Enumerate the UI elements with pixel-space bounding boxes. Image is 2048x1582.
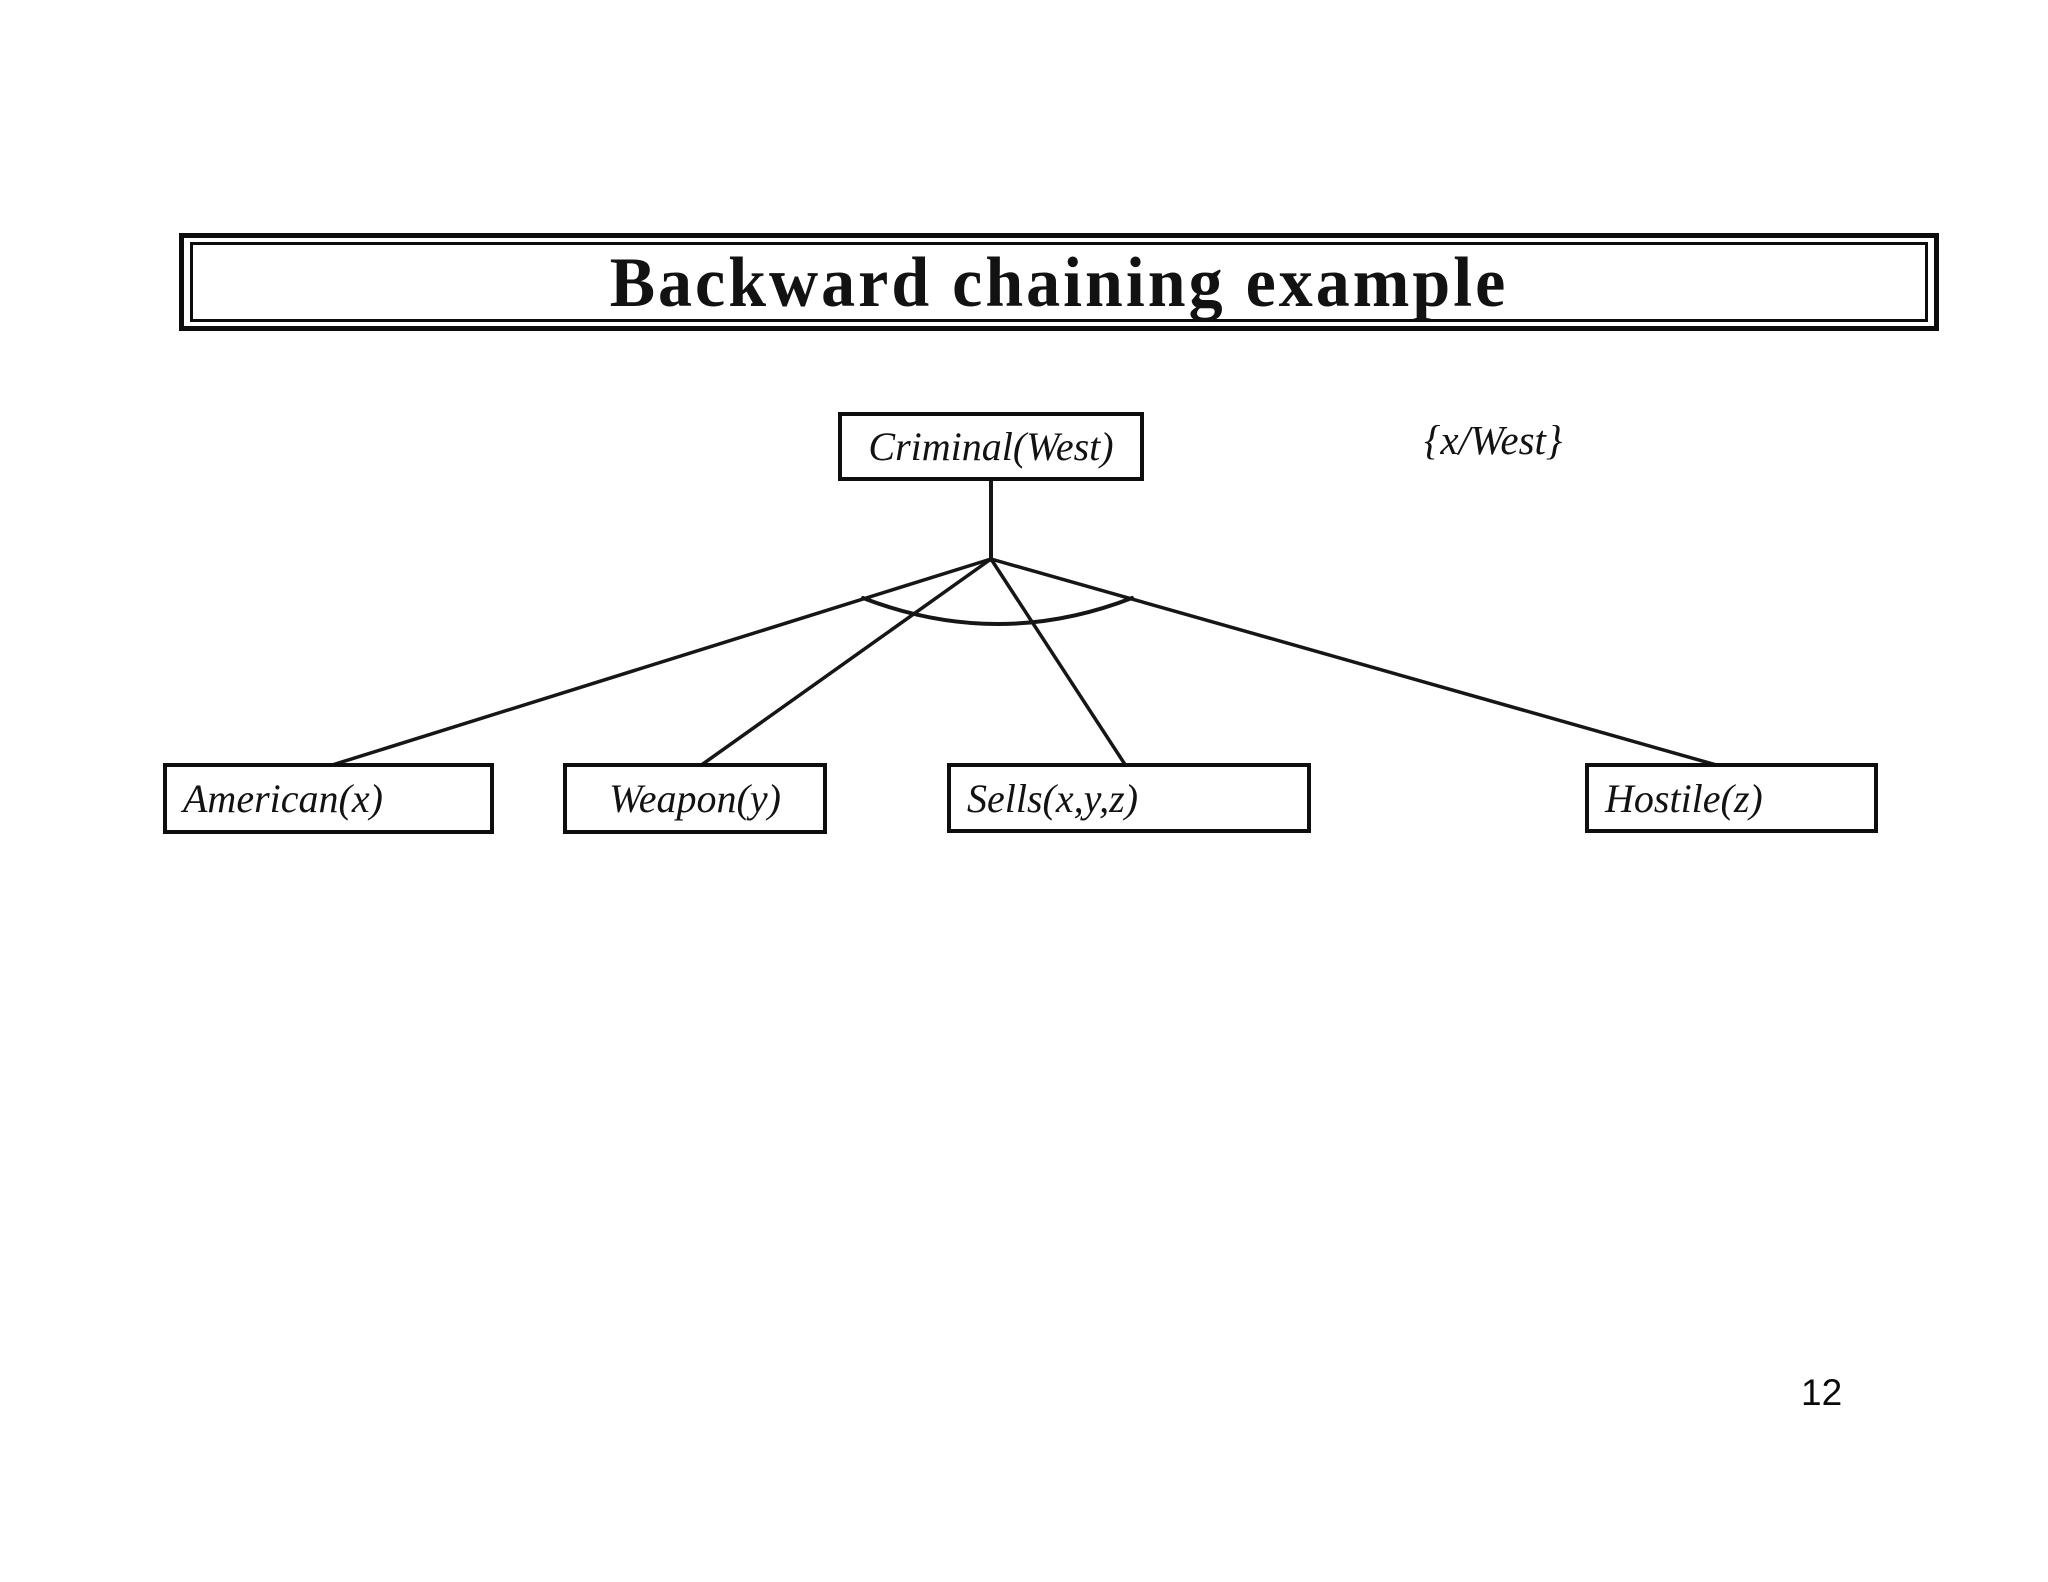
node-criminal-west: Criminal(West)	[838, 412, 1144, 481]
node-sells: Sells(x,y,z)	[947, 763, 1311, 833]
edge-to-sells	[989, 557, 1128, 768]
title-inner-frame: Backward chaining example	[190, 242, 1928, 322]
node-american: American(x)	[163, 763, 494, 834]
substitution-label: {x/West}	[1424, 417, 1563, 463]
page-number: 12	[1801, 1372, 1843, 1413]
node-hostile: Hostile(z)	[1585, 763, 1878, 833]
node-label: Weapon(y)	[609, 776, 781, 821]
node-label: Hostile(z)	[1605, 775, 1763, 821]
node-label: Criminal(West)	[868, 424, 1114, 469]
and-arc	[861, 596, 1134, 626]
node-label: American(x)	[183, 776, 383, 821]
edge-to-hostile	[989, 557, 1722, 768]
title-box: Backward chaining example	[179, 233, 1939, 331]
node-label: Sells(x,y,z)	[967, 775, 1139, 821]
node-weapon: Weapon(y)	[563, 763, 827, 834]
edge-to-american	[327, 557, 993, 768]
edge-to-weapon	[698, 557, 993, 768]
slide-title: Backward chaining example	[609, 241, 1509, 321]
